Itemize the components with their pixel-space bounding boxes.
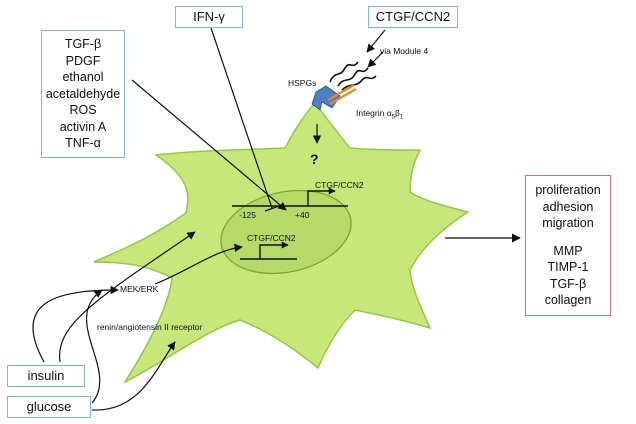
stimulus-tnf-alpha: TNF-α	[65, 136, 101, 151]
insulin-box: insulin	[7, 365, 85, 387]
ctgf-binding-arrow-1	[366, 29, 386, 53]
stimuli-box: TGF-β PDGF ethanol acetaldehyde ROS acti…	[41, 30, 125, 158]
stimuli-arrow	[131, 79, 287, 211]
position-plus-40: +40	[295, 210, 310, 220]
hspgs-label: HSPGs	[288, 78, 317, 88]
outcome-collagen: collagen	[544, 293, 592, 308]
integrin-beta: β	[394, 108, 400, 118]
outcome-proliferation: proliferation	[535, 183, 601, 198]
position-minus-125: -125	[239, 210, 257, 220]
ctgf-promoter-lower	[240, 241, 297, 260]
outcome-tgf-beta: TGF-β	[549, 276, 587, 291]
via-module-label: via Module 4	[380, 46, 429, 56]
mek-erk-arrow	[154, 243, 243, 285]
integrin-receptor	[327, 84, 357, 105]
outcome-timp-1: TIMP-1	[547, 260, 589, 275]
nucleus	[220, 189, 352, 275]
receptor-label: renin/angiotensin II receptor	[97, 322, 203, 332]
hspg-protein	[311, 85, 341, 111]
ctgf-promoter-upper	[232, 187, 348, 207]
glucose-arrow-mek	[85, 289, 103, 404]
unknown-mechanism-mark: ?	[310, 151, 319, 167]
outcome-migration: migration	[542, 216, 594, 231]
stimulus-acetaldehyde: acetaldehyde	[45, 86, 121, 101]
gene-label-upper: CTGF/CCN2	[315, 180, 364, 190]
outcome-mmp: MMP	[553, 243, 583, 258]
glucose-box: glucose	[7, 396, 91, 418]
stimulus-tgf-beta: TGF-β	[64, 37, 102, 52]
outcome-adhesion: adhesion	[542, 199, 594, 214]
integrin-label: Integrin α5β1	[356, 108, 403, 123]
integrin-sub-5: 5	[391, 114, 395, 121]
integrin-sub-1: 1	[399, 114, 404, 121]
stimulus-pdgf: PDGF	[65, 53, 101, 68]
stimulus-activin-a: activin A	[59, 119, 107, 134]
outcomes-box: proliferation adhesion migration MMP TIM…	[525, 175, 611, 316]
hspg-chains	[329, 61, 377, 91]
glucose-arrow-receptor	[91, 341, 176, 411]
ctgf-binding-arrow-2	[367, 51, 384, 68]
gene-label-lower: CTGF/CCN2	[247, 233, 296, 243]
ifn-inhibition-line	[210, 27, 280, 212]
ifn-gamma-box: IFN-γ	[175, 6, 243, 28]
integrin-label-text: Integrin α	[356, 108, 392, 118]
stimulus-ethanol: ethanol	[62, 70, 104, 85]
ctgf-ccn2-ligand-box: CTGF/CCN2	[368, 6, 458, 28]
stimulus-ros: ROS	[69, 103, 97, 118]
mek-erk-label: MEK/ERK	[120, 284, 159, 294]
